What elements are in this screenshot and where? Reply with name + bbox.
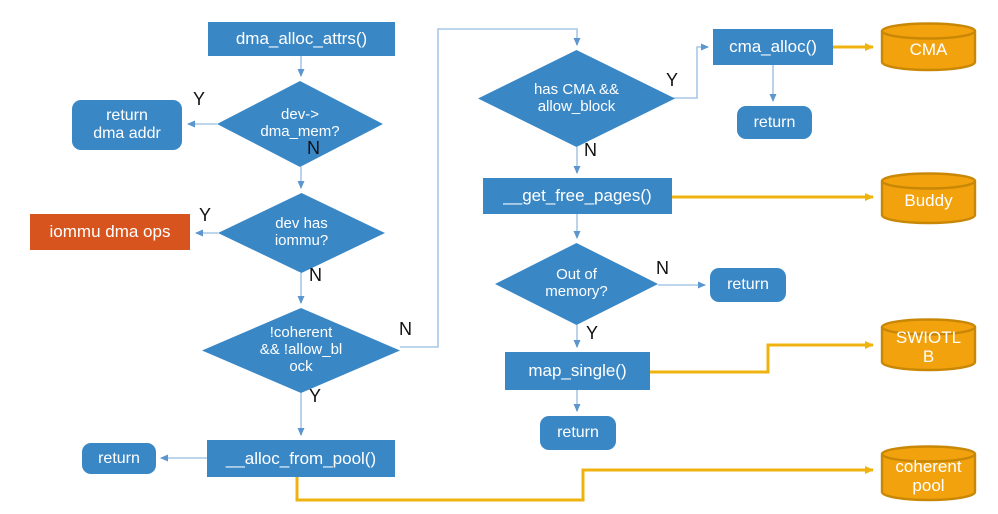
branch-label-no: N bbox=[399, 319, 412, 339]
node-cma-alloc: cma_alloc() bbox=[713, 29, 833, 65]
store-label: Buddy bbox=[904, 191, 953, 211]
store-label: CMA bbox=[909, 39, 948, 59]
node-label: return dma addr bbox=[93, 107, 161, 142]
branch-label-yes: Y bbox=[199, 205, 212, 225]
node-return-map: return bbox=[540, 416, 616, 450]
edge-mapsingle-to-swiotlb bbox=[650, 341, 874, 374]
branch-label-yes: Y bbox=[666, 70, 679, 90]
decision-dev-dma-mem: dev-> dma_mem? bbox=[217, 81, 383, 167]
cylinder-shape bbox=[880, 22, 977, 72]
node-label: cma_alloc() bbox=[729, 37, 817, 57]
node-label: __get_free_pages() bbox=[503, 186, 652, 206]
node-label: __alloc_from_pool() bbox=[225, 448, 377, 468]
cylinder-shape bbox=[880, 172, 977, 225]
node-return-pool: return bbox=[82, 443, 156, 474]
node-dma-alloc-attrs: dma_alloc_attrs() bbox=[208, 22, 395, 56]
node-label: !coherent && !allow_bl ock bbox=[259, 324, 343, 375]
branch-label-yes: Y bbox=[193, 89, 206, 109]
decision-dev-has-iommu: dev has iommu? bbox=[218, 193, 385, 273]
decision-has-cma-allow-block: has CMA && allow_block bbox=[478, 50, 675, 147]
node-alloc-from-pool: __alloc_from_pool() bbox=[207, 440, 395, 477]
decision-out-of-memory: Out of memory? bbox=[495, 243, 658, 325]
node-label: map_single() bbox=[528, 361, 627, 381]
branch-label-no: N bbox=[309, 265, 322, 285]
node-map-single: map_single() bbox=[505, 352, 650, 390]
branch-label-no: N bbox=[584, 140, 597, 160]
cylinder-shape bbox=[880, 445, 977, 502]
branch-label-yes: Y bbox=[309, 386, 322, 406]
cylinder-shape bbox=[880, 318, 977, 372]
node-label: has CMA && allow_block bbox=[533, 80, 620, 115]
node-get-free-pages: __get_free_pages() bbox=[483, 178, 672, 214]
node-label: Out of memory? bbox=[545, 266, 608, 300]
node-label: return bbox=[727, 276, 769, 294]
store-swiotlb: SWIOTL B bbox=[880, 318, 977, 372]
node-label: return bbox=[557, 424, 599, 442]
node-label: dma_alloc_attrs() bbox=[235, 29, 368, 49]
node-label: return bbox=[98, 449, 140, 467]
branch-label-no: N bbox=[656, 258, 669, 278]
store-label: SWIOTL B bbox=[895, 328, 962, 366]
edge-hascma-yes-cmaalloc bbox=[673, 43, 709, 99]
store-cma: CMA bbox=[880, 22, 977, 72]
store-buddy: Buddy bbox=[880, 172, 977, 225]
node-return-cma: return bbox=[737, 106, 812, 139]
node-iommu-dma-ops: iommu dma ops bbox=[30, 214, 190, 250]
node-return-dma-addr: return dma addr bbox=[72, 100, 182, 150]
node-label: dev has iommu? bbox=[274, 215, 329, 249]
store-coherent-pool: coherent pool bbox=[880, 445, 977, 502]
node-return-oom: return bbox=[710, 268, 786, 302]
decision-not-coherent-allow-block: !coherent && !allow_bl ock bbox=[202, 308, 400, 393]
store-label: coherent pool bbox=[895, 456, 962, 495]
node-label: dev-> dma_mem? bbox=[260, 106, 340, 140]
node-label: iommu dma ops bbox=[49, 222, 171, 242]
branch-label-yes: Y bbox=[586, 323, 599, 343]
node-label: return bbox=[753, 113, 796, 131]
branch-label-no: N bbox=[307, 138, 320, 158]
